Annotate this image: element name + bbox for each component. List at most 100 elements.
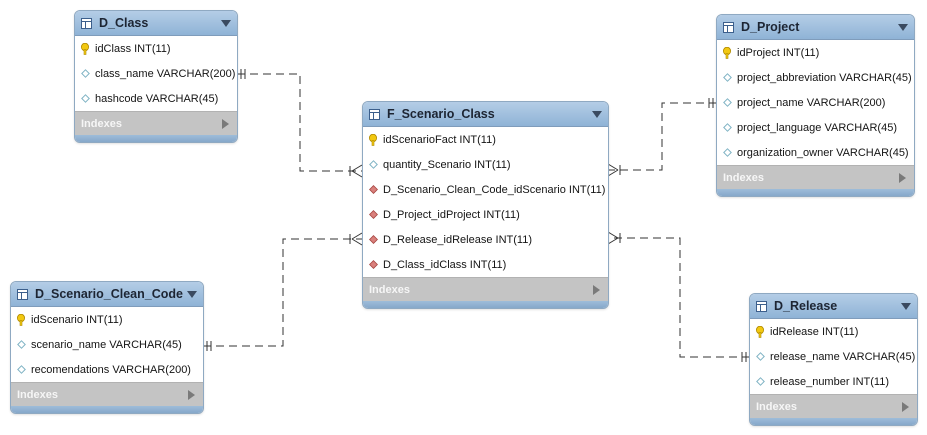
column-row[interactable]: hashcode VARCHAR(45) bbox=[75, 86, 237, 111]
column-label: hashcode VARCHAR(45) bbox=[95, 92, 219, 105]
column-list: idClass INT(11) class_name VARCHAR(200) ha… bbox=[75, 36, 237, 111]
column-label: release_name VARCHAR(45) bbox=[770, 350, 916, 363]
column-label: idScenarioFact INT(11) bbox=[383, 133, 496, 146]
table-title: D_Project bbox=[741, 20, 800, 34]
indexes-label: Indexes bbox=[756, 400, 797, 413]
column-row[interactable]: D_Release_idRelease INT(11) bbox=[363, 227, 608, 252]
table-footer bbox=[11, 406, 203, 413]
column-row[interactable]: idScenarioFact INT(11) bbox=[363, 127, 608, 152]
expand-arrow-icon[interactable] bbox=[593, 284, 600, 295]
column-icon bbox=[16, 340, 26, 350]
dropdown-arrow-icon[interactable] bbox=[898, 23, 908, 31]
expand-arrow-icon[interactable] bbox=[188, 389, 195, 400]
table-header[interactable]: F_Scenario_Class bbox=[363, 102, 608, 127]
column-row[interactable]: project_language VARCHAR(45) bbox=[717, 115, 914, 140]
expand-arrow-icon[interactable] bbox=[899, 172, 906, 183]
one-marker-d-scenario-clean-code bbox=[206, 341, 212, 351]
dropdown-arrow-icon[interactable] bbox=[221, 19, 231, 27]
column-label: class_name VARCHAR(200) bbox=[95, 67, 236, 80]
column-row[interactable]: idProject INT(11) bbox=[717, 40, 914, 65]
column-row[interactable]: D_Project_idProject INT(11) bbox=[363, 202, 608, 227]
table-header[interactable]: D_Scenario_Clean_Code bbox=[11, 282, 203, 307]
column-row[interactable]: release_number INT(11) bbox=[750, 369, 917, 394]
foreign-key-icon bbox=[368, 260, 378, 270]
table-d-scenario-clean-code[interactable]: D_Scenario_Clean_Code idScenario INT(11)… bbox=[10, 281, 204, 414]
indexes-section[interactable]: Indexes bbox=[717, 165, 914, 189]
indexes-section[interactable]: Indexes bbox=[363, 277, 608, 301]
relationship-d-project-to-f-scenario-class bbox=[608, 102, 717, 171]
table-header[interactable]: D_Class bbox=[75, 11, 237, 36]
table-icon bbox=[756, 300, 767, 312]
table-d-project[interactable]: D_Project idProject INT(11) project_abbre… bbox=[716, 14, 915, 197]
indexes-section[interactable]: Indexes bbox=[750, 394, 917, 418]
column-icon bbox=[755, 377, 765, 387]
table-icon bbox=[369, 108, 380, 120]
column-row[interactable]: idRelease INT(11) bbox=[750, 319, 917, 344]
column-label: D_Project_idProject INT(11) bbox=[383, 208, 520, 221]
column-icon bbox=[722, 73, 732, 83]
column-row[interactable]: scenario_name VARCHAR(45) bbox=[11, 332, 203, 357]
table-footer bbox=[363, 301, 608, 308]
column-label: idProject INT(11) bbox=[737, 46, 820, 59]
foreign-key-icon bbox=[368, 185, 378, 195]
relationship-d-scenario-clean-code-to-f-scenario-class bbox=[203, 238, 362, 347]
dropdown-arrow-icon[interactable] bbox=[187, 290, 197, 298]
column-row[interactable]: organization_owner VARCHAR(45) bbox=[717, 140, 914, 165]
column-label: scenario_name VARCHAR(45) bbox=[31, 338, 182, 351]
primary-key-icon bbox=[722, 46, 732, 59]
indexes-label: Indexes bbox=[369, 283, 410, 296]
column-label: recomendations VARCHAR(200) bbox=[31, 363, 191, 376]
foreign-key-icon bbox=[368, 235, 378, 245]
column-row[interactable]: recomendations VARCHAR(200) bbox=[11, 357, 203, 382]
column-row[interactable]: idClass INT(11) bbox=[75, 36, 237, 61]
column-label: D_Scenario_Clean_Code_idScenario INT(11) bbox=[383, 183, 606, 196]
many-marker-d-class-side bbox=[349, 164, 363, 178]
table-header[interactable]: D_Project bbox=[717, 15, 914, 40]
table-d-release[interactable]: D_Release idRelease INT(11) release_name … bbox=[749, 293, 918, 426]
column-label: project_name VARCHAR(200) bbox=[737, 96, 886, 109]
relationship-d-class-to-f-scenario-class bbox=[237, 73, 362, 172]
column-list: idScenarioFact INT(11) quantity_Scenario … bbox=[363, 127, 608, 277]
primary-key-icon bbox=[16, 313, 26, 326]
primary-key-icon bbox=[755, 325, 765, 338]
primary-key-icon bbox=[80, 42, 90, 55]
relationship-d-release-to-f-scenario-class bbox=[608, 237, 750, 358]
column-label: quantity_Scenario INT(11) bbox=[383, 158, 511, 171]
table-d-class[interactable]: D_Class idClass INT(11) class_name VARCHA… bbox=[74, 10, 238, 143]
table-title: D_Release bbox=[774, 299, 838, 313]
column-icon bbox=[755, 352, 765, 362]
column-label: D_Class_idClass INT(11) bbox=[383, 258, 507, 271]
table-header[interactable]: D_Release bbox=[750, 294, 917, 319]
column-row[interactable]: release_name VARCHAR(45) bbox=[750, 344, 917, 369]
column-row[interactable]: D_Class_idClass INT(11) bbox=[363, 252, 608, 277]
table-f-scenario-class[interactable]: F_Scenario_Class idScenarioFact INT(11) q… bbox=[362, 101, 609, 309]
dropdown-arrow-icon[interactable] bbox=[901, 302, 911, 310]
column-label: project_abbreviation VARCHAR(45) bbox=[737, 71, 912, 84]
one-marker-d-class bbox=[240, 69, 246, 79]
dropdown-arrow-icon[interactable] bbox=[592, 110, 602, 118]
column-icon bbox=[16, 365, 26, 375]
indexes-section[interactable]: Indexes bbox=[11, 382, 203, 406]
column-row[interactable]: project_abbreviation VARCHAR(45) bbox=[717, 65, 914, 90]
table-icon bbox=[81, 17, 92, 29]
column-row[interactable]: class_name VARCHAR(200) bbox=[75, 61, 237, 86]
one-marker-d-project bbox=[708, 98, 714, 108]
column-row[interactable]: D_Scenario_Clean_Code_idScenario INT(11) bbox=[363, 177, 608, 202]
column-label: idScenario INT(11) bbox=[31, 313, 123, 326]
column-icon bbox=[722, 123, 732, 133]
column-row[interactable]: idScenario INT(11) bbox=[11, 307, 203, 332]
column-label: release_number INT(11) bbox=[770, 375, 890, 388]
table-footer bbox=[717, 189, 914, 196]
column-row[interactable]: project_name VARCHAR(200) bbox=[717, 90, 914, 115]
table-title: F_Scenario_Class bbox=[387, 107, 495, 121]
many-marker-d-release-side bbox=[607, 231, 621, 245]
one-marker-d-release bbox=[741, 352, 747, 362]
expand-arrow-icon[interactable] bbox=[902, 401, 909, 412]
table-icon bbox=[723, 21, 734, 33]
many-marker-d-scenario-clean-code-side bbox=[349, 232, 363, 246]
column-row[interactable]: quantity_Scenario INT(11) bbox=[363, 152, 608, 177]
indexes-section[interactable]: Indexes bbox=[75, 111, 237, 135]
column-label: organization_owner VARCHAR(45) bbox=[737, 146, 909, 159]
expand-arrow-icon[interactable] bbox=[222, 118, 229, 129]
